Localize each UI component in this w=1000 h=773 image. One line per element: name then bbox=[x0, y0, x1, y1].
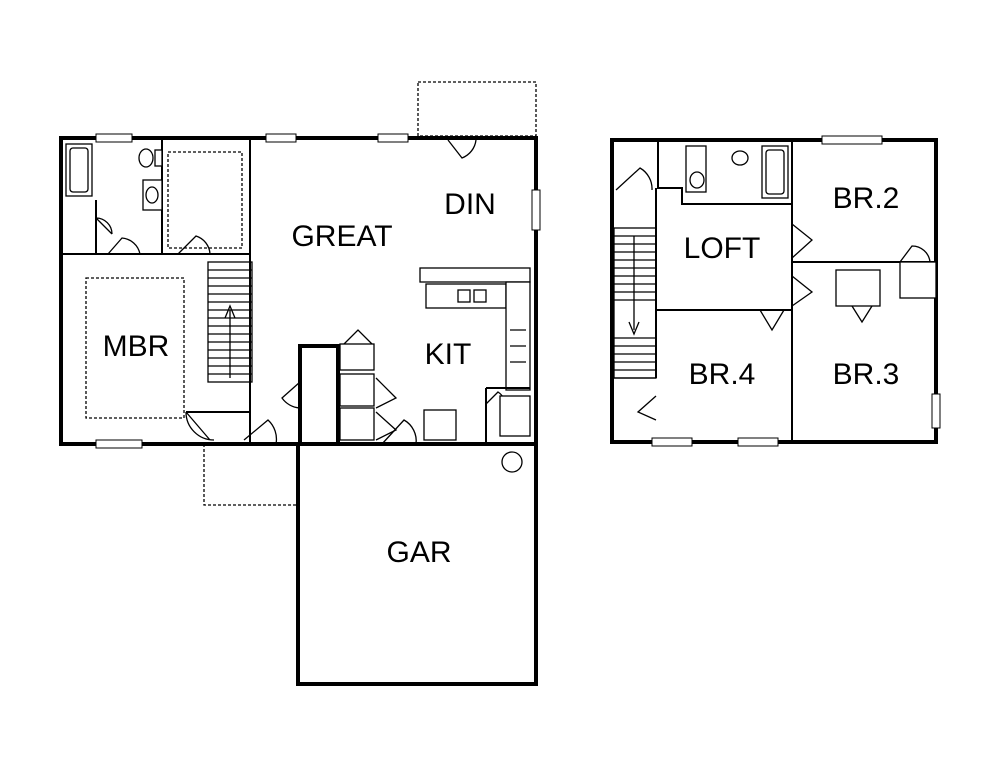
door-swing bbox=[759, 309, 785, 332]
door-swing bbox=[791, 275, 814, 307]
window bbox=[531, 189, 541, 231]
stairs bbox=[613, 227, 657, 379]
water-heater bbox=[501, 451, 523, 473]
refrigerator bbox=[423, 409, 457, 441]
stove-burner bbox=[457, 289, 471, 303]
window bbox=[821, 135, 883, 145]
second-floor-plan: LOFT BR.2 BR.3 BR.4 bbox=[610, 135, 941, 447]
window bbox=[377, 133, 409, 143]
stove-burner bbox=[473, 289, 487, 303]
closet-door bbox=[899, 245, 931, 263]
window bbox=[95, 439, 143, 449]
window bbox=[95, 133, 133, 143]
mbr-tray-ceiling bbox=[85, 277, 185, 419]
door-swing bbox=[243, 419, 278, 445]
hall-wall bbox=[186, 404, 251, 444]
door-swing bbox=[107, 237, 141, 255]
pantry bbox=[339, 343, 375, 371]
first-floor-plan: MBR GREAT DIN KIT GAR bbox=[59, 81, 541, 686]
pantry-door bbox=[343, 329, 373, 345]
door-swing bbox=[281, 381, 301, 409]
window bbox=[651, 437, 693, 447]
washer bbox=[339, 373, 375, 407]
room-label-br3: BR.3 bbox=[833, 358, 900, 391]
door-swing bbox=[791, 223, 814, 259]
door-swing bbox=[636, 395, 657, 421]
window bbox=[931, 393, 941, 429]
room-label-great: GREAT bbox=[291, 220, 392, 253]
door-swing bbox=[615, 167, 653, 191]
door-swing bbox=[375, 377, 398, 441]
room-label-din: DIN bbox=[444, 188, 496, 221]
utility-wall bbox=[298, 344, 340, 444]
room-label-loft: LOFT bbox=[684, 232, 761, 265]
front-porch bbox=[203, 444, 298, 506]
toilet-tank bbox=[154, 149, 163, 167]
kitchen-island bbox=[505, 281, 531, 391]
closet bbox=[835, 269, 881, 307]
toilet bbox=[138, 148, 154, 168]
stairs bbox=[207, 261, 253, 383]
door-swing bbox=[95, 217, 113, 235]
room-label-kit: KIT bbox=[425, 338, 472, 371]
kitchen-counter bbox=[419, 267, 531, 283]
sink-bowl bbox=[689, 171, 705, 189]
bathtub bbox=[69, 147, 89, 193]
window bbox=[737, 437, 779, 447]
closet-door bbox=[851, 305, 873, 324]
door-swing bbox=[177, 235, 211, 255]
door-swing bbox=[447, 139, 477, 159]
bathtub-inner bbox=[765, 149, 785, 195]
kitchen-counter-upper bbox=[425, 283, 507, 309]
closet bbox=[899, 261, 937, 299]
kitchen-wall bbox=[485, 387, 530, 444]
door-swing bbox=[381, 419, 417, 445]
window bbox=[265, 133, 297, 143]
master-closet bbox=[167, 151, 243, 249]
sink-bowl bbox=[145, 186, 159, 204]
room-label-br4: BR.4 bbox=[689, 358, 756, 391]
counter bbox=[499, 395, 531, 437]
bath-wall bbox=[657, 140, 793, 205]
rear-deck bbox=[417, 81, 537, 137]
room-label-br2: BR.2 bbox=[833, 182, 900, 215]
dryer bbox=[339, 407, 375, 441]
sink-bowls bbox=[510, 329, 526, 363]
room-label-gar: GAR bbox=[386, 536, 451, 569]
room-label-mbr: MBR bbox=[103, 330, 170, 363]
toilet bbox=[731, 150, 749, 166]
loft-wall bbox=[655, 188, 936, 442]
garage-wall bbox=[296, 444, 538, 686]
door-swing bbox=[185, 411, 215, 441]
